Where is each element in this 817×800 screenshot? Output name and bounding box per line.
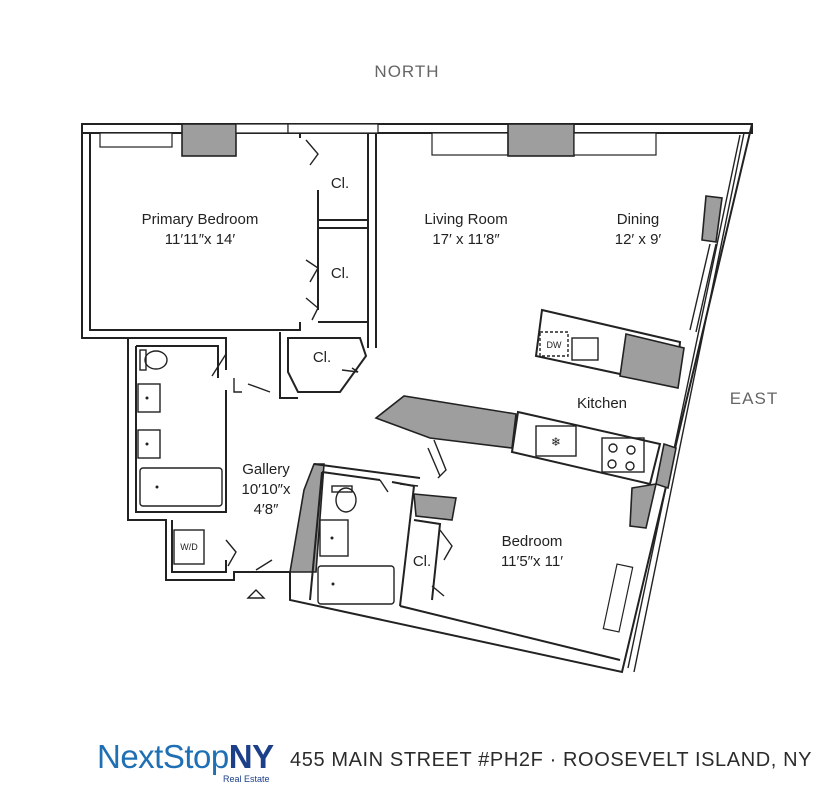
bathroom-secondary [289, 463, 421, 607]
gallery-dims-line2: 4′8″ [254, 501, 279, 518]
closet-label-1: Cl. [331, 175, 349, 192]
north-windows [99, 123, 657, 157]
logo-accent: NY [228, 738, 274, 775]
bedroom-dims: 11′5″x 11′ [501, 553, 563, 570]
gallery-counter [374, 395, 517, 479]
living-room-dims: 17′ x 11′8″ [432, 231, 500, 248]
bedroom-name: Bedroom [502, 533, 563, 550]
east-column [689, 195, 723, 333]
room-labels: Primary Bedroom 11′11″x 14′ Living Room … [142, 175, 662, 570]
gallery-name: Gallery [242, 461, 290, 478]
laundry-closet: W/D [171, 520, 273, 599]
logo-main: NextStop [97, 738, 229, 775]
east-label: EAST [730, 389, 778, 408]
gallery-dims-line1: 10′10″x [242, 481, 291, 498]
closet-label-4: Cl. [413, 553, 431, 570]
closet-lower-walls [247, 332, 368, 399]
primary-bedroom-dims: 11′11″x 14′ [165, 231, 236, 248]
dining-dims: 12′ x 9′ [615, 231, 662, 248]
bedroom-walls [399, 483, 658, 661]
primary-bedroom-name: Primary Bedroom [142, 211, 259, 228]
kitchen-name: Kitchen [577, 395, 627, 412]
north-label: NORTH [374, 62, 439, 81]
closet-label-2: Cl. [331, 265, 349, 282]
footer-branding: NextStopNY Real Estate 455 MAIN STREET #… [0, 735, 817, 785]
living-room-name: Living Room [424, 211, 507, 228]
primary-bedroom-walls [90, 133, 377, 348]
kitchen: DW ❄ [510, 308, 685, 490]
washer-dryer-label: W/D [180, 542, 198, 552]
closet-label-3: Cl. [313, 349, 331, 366]
dishwasher-label: DW [547, 340, 562, 350]
floor-plan: NORTH EAST [81, 62, 778, 674]
dining-name: Dining [617, 211, 660, 228]
property-address: 455 MAIN STREET #PH2F · ROOSEVELT ISLAND… [290, 749, 813, 771]
exterior-walls [81, 123, 753, 674]
brand-logo: NextStopNY [97, 740, 274, 773]
snowflake-icon: ❄ [551, 435, 561, 449]
bathroom-primary [128, 337, 242, 513]
logo-subtitle: Real Estate [223, 774, 270, 784]
